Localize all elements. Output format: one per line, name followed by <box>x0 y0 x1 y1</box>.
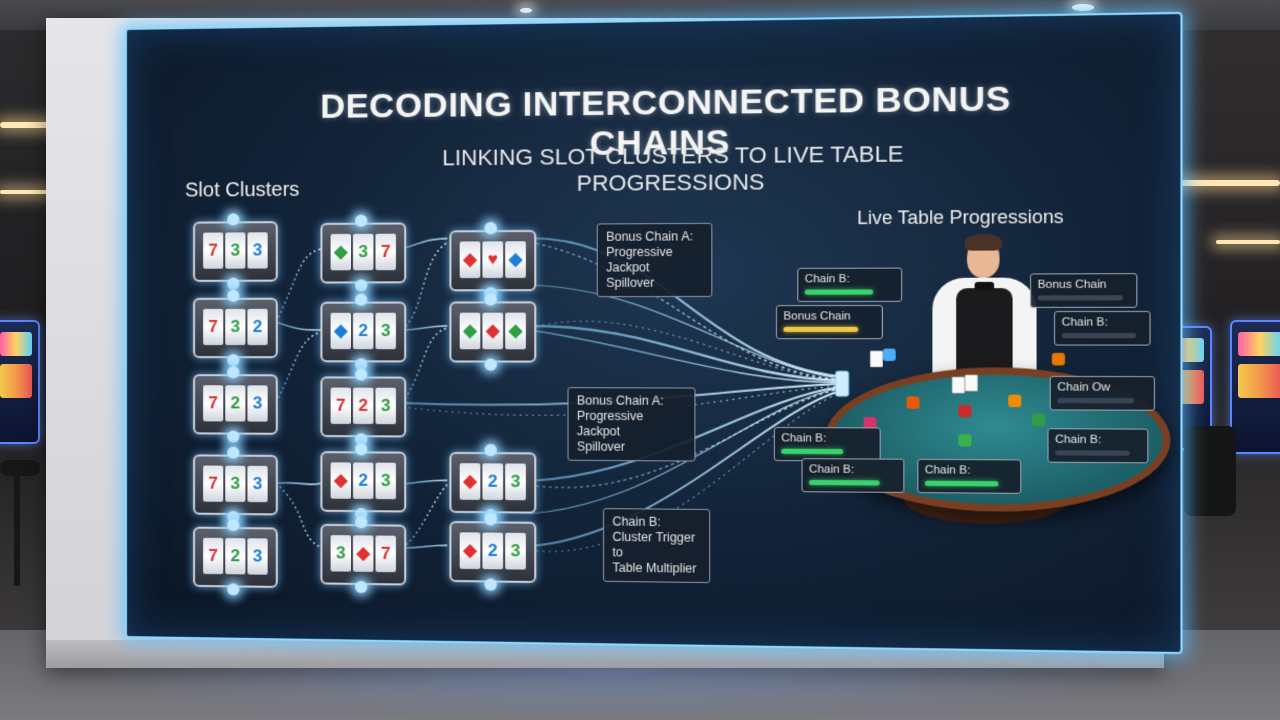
stream-hub <box>836 371 849 396</box>
bar-stool <box>1184 426 1236 516</box>
chip-icon <box>1052 353 1065 366</box>
chain-b-status: Chain B: <box>1054 311 1151 346</box>
ceiling-downlight <box>1072 4 1094 11</box>
bonus-chain-status: Bonus Chain <box>776 305 883 339</box>
slot-machine: ◆♥◆ <box>449 230 536 291</box>
cove-light <box>0 190 48 194</box>
background-slot-machine <box>1230 320 1280 454</box>
chain-b-status: Chain B: <box>797 268 902 302</box>
background-slot-machine <box>0 320 40 444</box>
floor-reflection <box>60 668 1160 720</box>
chain-b-status: Chain B: <box>774 427 881 462</box>
slot-clusters-heading: Slot Clusters <box>185 179 299 203</box>
chip-icon <box>907 396 920 409</box>
chain-b-status: Chain B: <box>1047 428 1148 463</box>
chip-icon <box>1032 413 1045 426</box>
dealer-hair <box>965 234 1002 251</box>
bar-stool <box>0 460 40 476</box>
chip-icon <box>958 405 971 418</box>
chip-icon <box>1008 395 1021 408</box>
playing-card-icon <box>952 377 965 394</box>
bowtie-icon <box>975 282 995 290</box>
led-display-screen: DECODING INTERCONNECTED BONUS CHAINS LIN… <box>125 12 1183 654</box>
cove-light <box>1216 240 1280 244</box>
chain-b-status: Chain B: <box>802 458 905 493</box>
page-subtitle: LINKING SLOT CLUSTERS TO LIVE TABLE PROG… <box>380 140 970 198</box>
slot-machine: 3◆7 <box>320 524 406 586</box>
chain-status: Chain Ow <box>1050 376 1155 411</box>
bar-stool <box>14 476 20 586</box>
chain-b-callout: Chain B: Cluster Trigger to Table Multip… <box>603 508 710 583</box>
bonus-chain-a-callout: Bonus Chain A: Progressive Jackpot Spill… <box>597 223 713 297</box>
bonus-chain-a-callout: Bonus Chain A: Progressive Jackpot Spill… <box>568 387 696 461</box>
slot-machine: ◆◆◆ <box>449 301 536 362</box>
live-table-heading: Live Table Progressions <box>857 206 1064 229</box>
playing-card-icon <box>965 375 978 392</box>
chip-icon <box>958 434 971 447</box>
chip-icon <box>883 349 896 361</box>
chain-b-status: Chain B: <box>917 459 1021 494</box>
ceiling-downlight <box>520 8 532 13</box>
bonus-chain-status: Bonus Chain <box>1030 273 1137 308</box>
playing-card-icon <box>870 351 883 368</box>
